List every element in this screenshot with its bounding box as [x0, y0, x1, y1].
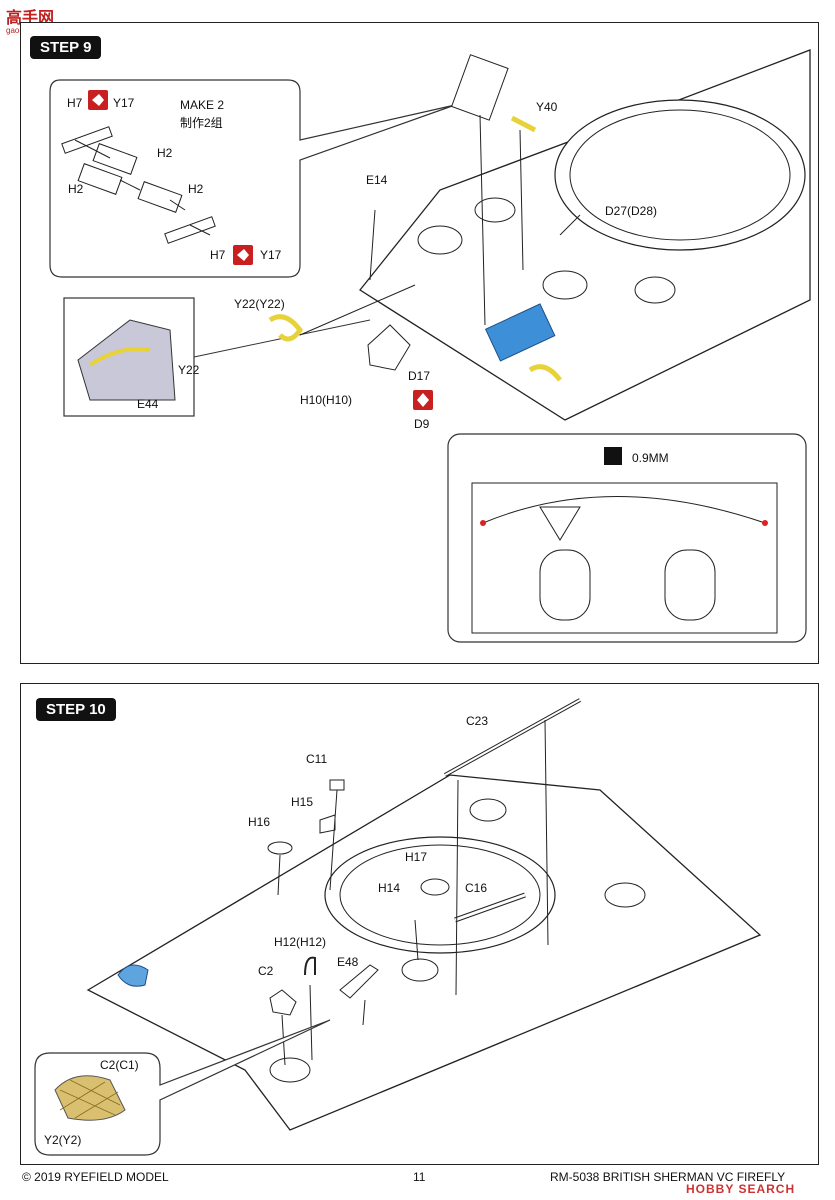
callout-label-h2-b: H2	[68, 182, 84, 196]
step9-title: STEP 9	[30, 36, 102, 59]
part-label-y40: Y40	[536, 100, 558, 114]
part-label-h10: H10(H10)	[300, 393, 353, 407]
callout-label-h2-a: H2	[157, 146, 173, 160]
footer-page-number: 11	[413, 1170, 426, 1184]
footer-copyright: © 2019 RYEFIELD MODEL	[22, 1170, 169, 1184]
callout-label-h7-top: H7	[67, 96, 83, 110]
part-label-h12: H12(H12)	[274, 935, 327, 949]
part-label-h17: H17	[405, 850, 428, 864]
detail-label-e44: E44	[137, 397, 159, 411]
part-label-c11: C11	[306, 752, 328, 766]
part-label-e14: E14	[366, 173, 388, 187]
footer-model: RM-5038 BRITISH SHERMAN VC FIREFLY	[550, 1170, 786, 1184]
callout-make-en: MAKE 2	[180, 98, 225, 112]
step10-title: STEP 10	[36, 698, 116, 721]
callout-label-y17-top: Y17	[113, 96, 135, 110]
part-label-c16: C16	[465, 881, 488, 895]
part-label-d17: D17	[408, 369, 431, 383]
detail-label-c2-c1: C2(C1)	[100, 1058, 139, 1072]
drill-size-label: 0.9MM	[632, 451, 669, 465]
part-label-h16: H16	[248, 815, 271, 829]
part-label-y22: Y22(Y22)	[234, 297, 285, 311]
callout-label-h2-c: H2	[188, 182, 204, 196]
part-label-e48: E48	[337, 955, 359, 969]
part-label-c23: C23	[466, 714, 489, 728]
watermark-hobby-search: HOBBY SEARCH	[686, 1182, 796, 1196]
callout-make-zh: 制作2组	[180, 116, 223, 130]
part-label-d9: D9	[414, 417, 430, 431]
callout-label-h7-bottom: H7	[210, 248, 226, 262]
callout-label-y17-bottom: Y17	[260, 248, 282, 262]
part-label-h14: H14	[378, 881, 401, 895]
part-label-d27: D27(D28)	[605, 204, 658, 218]
detail-label-y2: Y2(Y2)	[44, 1133, 82, 1147]
part-label-c2: C2	[258, 964, 274, 978]
detail-label-y22: Y22	[178, 363, 200, 377]
part-label-h15: H15	[291, 795, 314, 809]
